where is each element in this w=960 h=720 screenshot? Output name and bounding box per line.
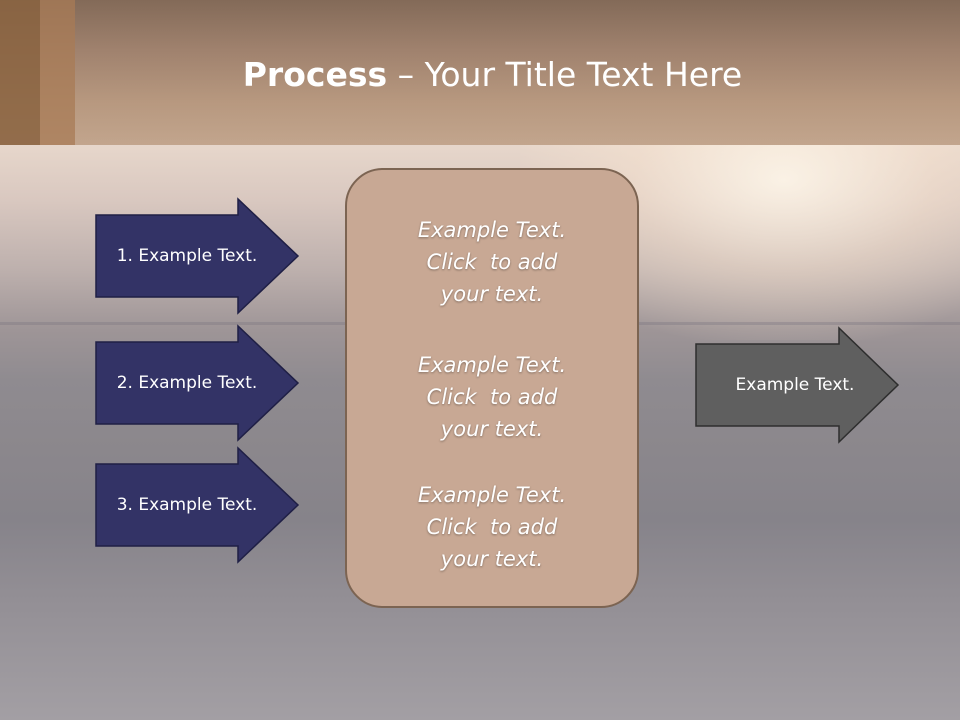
process-arrow-3[interactable]: 3. Example Text. [95,446,300,564]
block-line: your text. [440,547,544,571]
title-bar [0,0,960,145]
arrow-label: 2. Example Text. [116,373,258,393]
block-line: Example Text. [417,483,567,507]
block-line: your text. [440,282,544,306]
arrow-shape [695,326,900,444]
title-rest: – Your Title Text Here [387,55,743,94]
header-accent-strip [0,0,40,145]
block-line: Example Text. [417,353,567,377]
block-line: Example Text. [417,218,567,242]
text-block-1: Example Text. Click to add your text. [347,214,637,310]
arrow-label: 3. Example Text. [116,495,258,515]
title-bold: Process [242,55,388,94]
block-line: your text. [440,417,544,441]
process-arrow-2[interactable]: 2. Example Text. [95,324,300,442]
result-arrow[interactable]: Example Text. [695,326,900,444]
arrow-label: Example Text. [735,375,855,395]
text-block-2: Example Text. Click to add your text. [347,349,637,445]
text-block-3: Example Text. Click to add your text. [347,479,637,575]
arrow-shape [95,197,300,315]
block-line: Click to add [426,515,558,539]
header-accent-strip [40,0,75,145]
arrow-shape [95,324,300,442]
block-line: Click to add [426,250,558,274]
arrow-label: 1. Example Text. [116,246,258,266]
arrow-shape [95,446,300,564]
center-text-box[interactable]: Example Text. Click to add your text. Ex… [345,168,639,608]
slide-title[interactable]: Process – Your Title Text Here [0,52,960,98]
block-line: Click to add [426,385,558,409]
process-arrow-1[interactable]: 1. Example Text. [95,197,300,315]
